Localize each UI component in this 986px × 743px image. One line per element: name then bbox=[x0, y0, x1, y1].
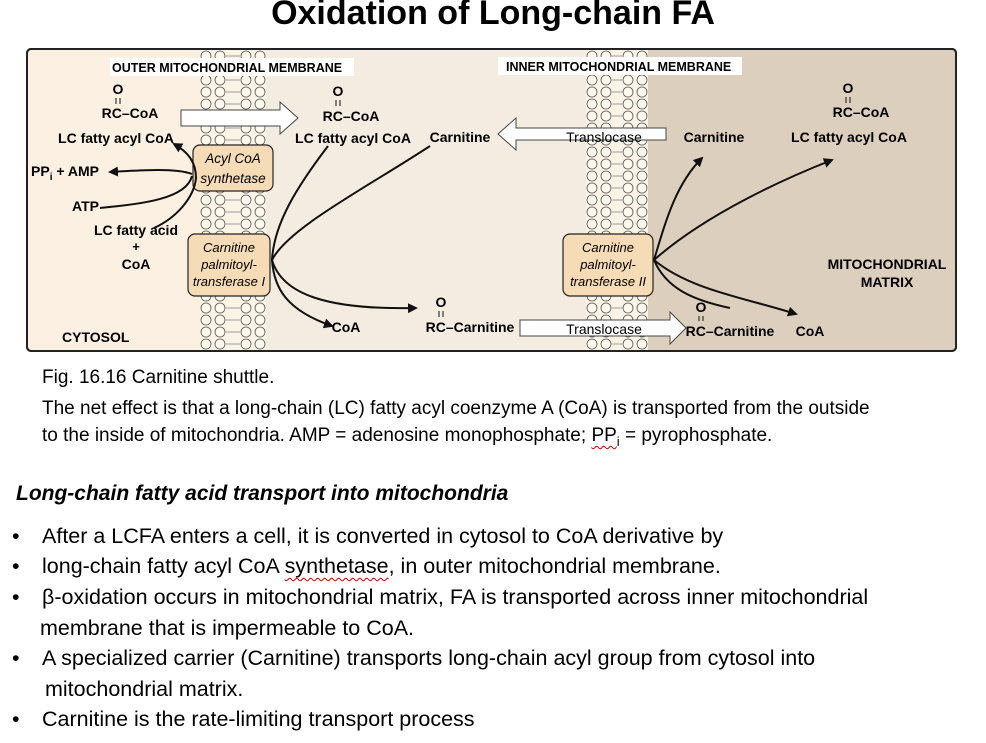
atp-label: ATP bbox=[72, 198, 99, 214]
matrix-label-line1: MITOCHONDRIAL bbox=[828, 256, 947, 272]
cpt1-box bbox=[187, 233, 271, 297]
matrix-region bbox=[648, 50, 955, 350]
intermembrane-space bbox=[266, 50, 598, 350]
inner-membrane-label: INNER MITOCHONDRIAL MEMBRANE bbox=[506, 60, 731, 74]
acyl-coa-synthetase-line1: Acyl CoA bbox=[204, 151, 261, 166]
translocase-bottom-label: Translocase bbox=[566, 321, 642, 337]
plus-sign: + bbox=[132, 239, 140, 254]
cpt2-line2: palmitoyl- bbox=[579, 257, 636, 272]
page-title: Oxidation of Long-chain FA bbox=[271, 0, 715, 32]
cytosol-coa-label: CoA bbox=[122, 256, 151, 272]
carnitine-shuttle-diagram: OUTER MITOCHONDRIAL MEMBRANE INNER MITOC… bbox=[26, 48, 957, 352]
intermembrane-carbonyl-o: O bbox=[333, 83, 344, 99]
outer-membrane bbox=[200, 50, 266, 350]
matrix-rc-coa: RC–CoA bbox=[833, 104, 890, 120]
figure-caption-line2: to the inside of mitochondria. AMP = ade… bbox=[42, 425, 773, 449]
cytosol-lc-fatty-acyl-coa: LC fatty acyl CoA bbox=[58, 130, 174, 146]
section-heading: Long-chain fatty acid transport into mit… bbox=[16, 482, 509, 505]
acyl-coa-synthetase-line2: synthetase bbox=[200, 171, 265, 186]
translocase-carnitine-arrow bbox=[497, 116, 667, 152]
matrix-coa: CoA bbox=[796, 323, 825, 339]
lc-fatty-acid-label: LC fatty acid bbox=[94, 222, 178, 238]
matrix-label-line2: MATRIX bbox=[861, 274, 914, 290]
reaction-arrows bbox=[99, 143, 834, 329]
inner-membrane bbox=[586, 50, 648, 350]
translocase-top-label: Translocase bbox=[566, 129, 642, 145]
matrix-lc-fatty-acyl-coa: LC fatty acyl CoA bbox=[791, 129, 907, 145]
cytosol-carbonyl-o: O bbox=[113, 81, 124, 97]
cpt2-line1: Carnitine bbox=[582, 240, 634, 255]
intermembrane-rc-carnitine: RC–Carnitine bbox=[426, 319, 515, 335]
outer-membrane-label: OUTER MITOCHONDRIAL MEMBRANE bbox=[112, 61, 342, 75]
matrix-rc-carnitine: RC–Carnitine bbox=[686, 323, 775, 339]
cpt2-box bbox=[562, 233, 654, 297]
cpt1-line2: palmitoyl- bbox=[200, 257, 257, 272]
cytosol-label: CYTOSOL bbox=[62, 329, 130, 345]
intermembrane-rc-coa: RC–CoA bbox=[323, 108, 380, 124]
intermembrane-coa: CoA bbox=[332, 319, 361, 335]
intermembrane-lc-fatty-acyl-coa: LC fatty acyl CoA bbox=[295, 130, 411, 146]
translocase-acylcarnitine-arrow bbox=[519, 310, 687, 346]
intermembrane-carnitine: Carnitine bbox=[430, 129, 491, 145]
cpt1-line3: transferase I bbox=[193, 274, 266, 289]
outer-transport-arrow bbox=[180, 100, 299, 136]
figure-caption-line1: The net effect is that a long-chain (LC)… bbox=[42, 398, 870, 419]
matrix-carbonyl-o: O bbox=[843, 80, 854, 96]
intermembrane-rc-carnitine-o: O bbox=[436, 294, 447, 310]
figure-caption-title: Fig. 16.16 Carnitine shuttle. bbox=[42, 367, 275, 388]
matrix-rc-carnitine-o: O bbox=[696, 299, 707, 315]
cpt2-line3: transferase II bbox=[570, 274, 646, 289]
cpt1-line1: Carnitine bbox=[203, 240, 255, 255]
acyl-coa-synthetase-box bbox=[192, 144, 274, 192]
cytosol-rc-coa: RC–CoA bbox=[102, 105, 159, 121]
ppi-amp-label: PPi + AMP bbox=[31, 163, 99, 183]
matrix-carnitine: Carnitine bbox=[684, 129, 745, 145]
